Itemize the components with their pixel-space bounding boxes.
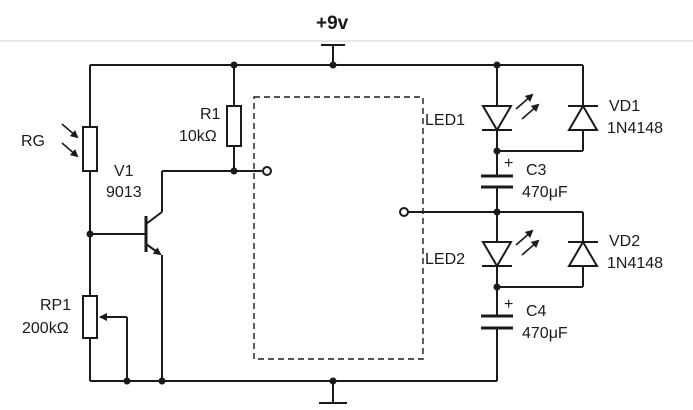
vd2-ref-label: VD2 [609,233,640,250]
vd1-diode [567,104,599,131]
led1-diode [481,105,513,132]
rg-label: RG [21,133,45,150]
v1-value-label: 9013 [106,184,142,201]
c3-capacitor [481,174,513,189]
c4-value-label: 470μF [522,325,568,342]
v1-ref-label: V1 [114,163,134,180]
rp1-potentiometer [82,295,98,339]
r1-resistor [226,105,242,147]
c4-polarity-mark: + [504,296,513,313]
c3-value-label: 470μF [522,184,568,201]
vd2-value-label: 1N4148 [607,255,663,272]
wires [89,44,584,404]
rg-photoresistor [61,123,98,172]
light-arrows-icon [61,123,79,158]
led2-label: LED2 [425,251,465,268]
r1-value-label: 10kΩ [179,128,217,145]
c4-ref-label: C4 [526,303,547,320]
r1-ref-label: R1 [200,106,221,123]
junction-dots [86,61,501,385]
c4-capacitor [481,314,513,330]
led1-label: LED1 [425,112,465,129]
vd1-ref-label: VD1 [609,98,640,115]
led2-diode [481,241,513,268]
vd1-value-label: 1N4148 [607,120,663,137]
pin-in-1 [262,166,272,176]
c3-polarity-mark: + [504,155,513,172]
rp1-value-label: 200kΩ [22,320,69,337]
led1-emission-arrows-icon [515,93,540,120]
rp1-ref-label: RP1 [40,297,71,314]
ic-placeholder-box [253,96,424,360]
pin-out-2 [399,207,409,217]
supply-label: +9v [316,13,349,34]
vd2-diode [567,240,599,267]
c3-ref-label: C3 [526,162,547,179]
led2-emission-arrows-icon [515,229,540,256]
